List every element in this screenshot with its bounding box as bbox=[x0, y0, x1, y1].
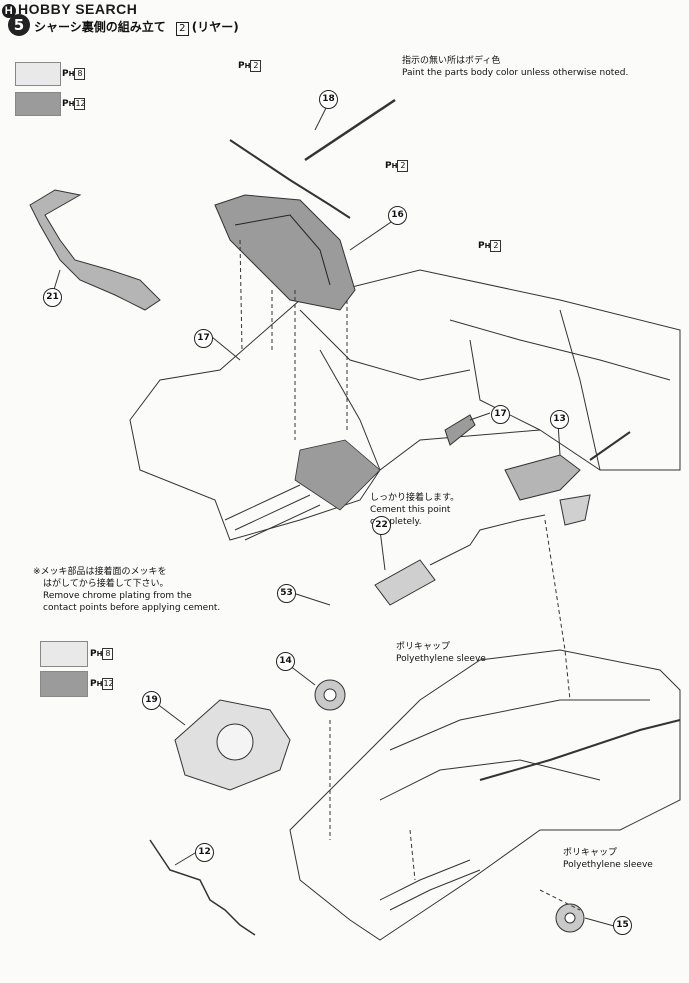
arm-21 bbox=[29, 189, 161, 311]
color-swatch-light-2 bbox=[40, 641, 88, 667]
note-cement-en-1: Cement this point bbox=[370, 505, 451, 515]
note-poly-1-jp: ポリキャップ bbox=[396, 642, 451, 652]
note-chrome-en-2: contact points before applying cement. bbox=[43, 603, 221, 613]
step-title: シャーシ裏側の組み立て 2(リヤー) bbox=[34, 18, 239, 36]
step-number: 5 bbox=[8, 14, 30, 36]
top-chassis-outline bbox=[129, 269, 681, 541]
callout-53: 53 bbox=[277, 584, 296, 603]
callout-12: 12 bbox=[195, 843, 214, 862]
note-cement-en-2: completely. bbox=[370, 517, 422, 527]
note-poly-1-en: Polyethylene sleeve bbox=[396, 654, 486, 664]
note-chrome-en-1: Remove chrome plating from the bbox=[43, 591, 192, 601]
note-body-color: 指示の無い所はボディ色 Paint the parts body color u… bbox=[402, 55, 628, 79]
callout-16: 16 bbox=[388, 206, 407, 225]
cement-area bbox=[294, 439, 381, 511]
callout-22: 22 bbox=[372, 516, 391, 535]
note-poly-2-jp: ポリキャップ bbox=[563, 848, 618, 858]
note-cement-jp: しっかり接着します。 bbox=[370, 493, 460, 503]
note-body-color-jp: 指示の無い所はボディ色 bbox=[402, 56, 501, 66]
cable-12 bbox=[149, 839, 256, 936]
bottom-chassis-outline bbox=[289, 649, 681, 941]
note-poly-2: ポリキャップ Polyethylene sleeve bbox=[563, 847, 653, 871]
step-title-text: シャーシ裏側の組み立て bbox=[34, 20, 166, 34]
driveshaft-left bbox=[229, 139, 351, 219]
driveshaft-18 bbox=[304, 98, 396, 162]
note-poly-1: ポリキャップ Polyethylene sleeve bbox=[396, 641, 486, 665]
step-subtitle: (リヤー) bbox=[191, 20, 239, 34]
callout-17-b: 17 bbox=[491, 405, 510, 424]
suspension-arm-16 bbox=[214, 194, 356, 311]
note-cement: しっかり接着します。 Cement this point completely. bbox=[370, 492, 459, 528]
note-poly-2-en: Polyethylene sleeve bbox=[563, 860, 653, 870]
color-swatch-dark-2 bbox=[40, 671, 88, 697]
note-chrome-jp-1: ※メッキ部品は接着面のメッキを bbox=[33, 567, 167, 577]
callout-14: 14 bbox=[276, 652, 295, 671]
callout-17-a: 17 bbox=[194, 329, 213, 348]
logo-text: HOBBY SEARCH bbox=[18, 1, 138, 17]
step-box-number: 2 bbox=[175, 22, 189, 36]
diff-13 bbox=[504, 454, 581, 501]
color-swatch-dark bbox=[15, 92, 61, 116]
callout-18: 18 bbox=[319, 90, 338, 109]
note-chrome-jp-2: はがしてから接着して下さい。 bbox=[43, 579, 169, 589]
callout-13: 13 bbox=[550, 410, 569, 429]
callout-19: 19 bbox=[142, 691, 161, 710]
color-swatch-light bbox=[15, 62, 61, 86]
paint-code-dark: PH12 bbox=[62, 98, 86, 110]
paint-code-dark-2: PH12 bbox=[90, 678, 114, 690]
note-body-color-en: Paint the parts body color unless otherw… bbox=[402, 68, 629, 78]
note-chrome: ※メッキ部品は接着面のメッキを はがしてから接着して下さい。 Remove ch… bbox=[33, 566, 220, 614]
callout-15: 15 bbox=[613, 916, 632, 935]
shock-17 bbox=[444, 414, 476, 446]
muffler-22 bbox=[374, 559, 436, 606]
callout-21: 21 bbox=[43, 288, 62, 307]
